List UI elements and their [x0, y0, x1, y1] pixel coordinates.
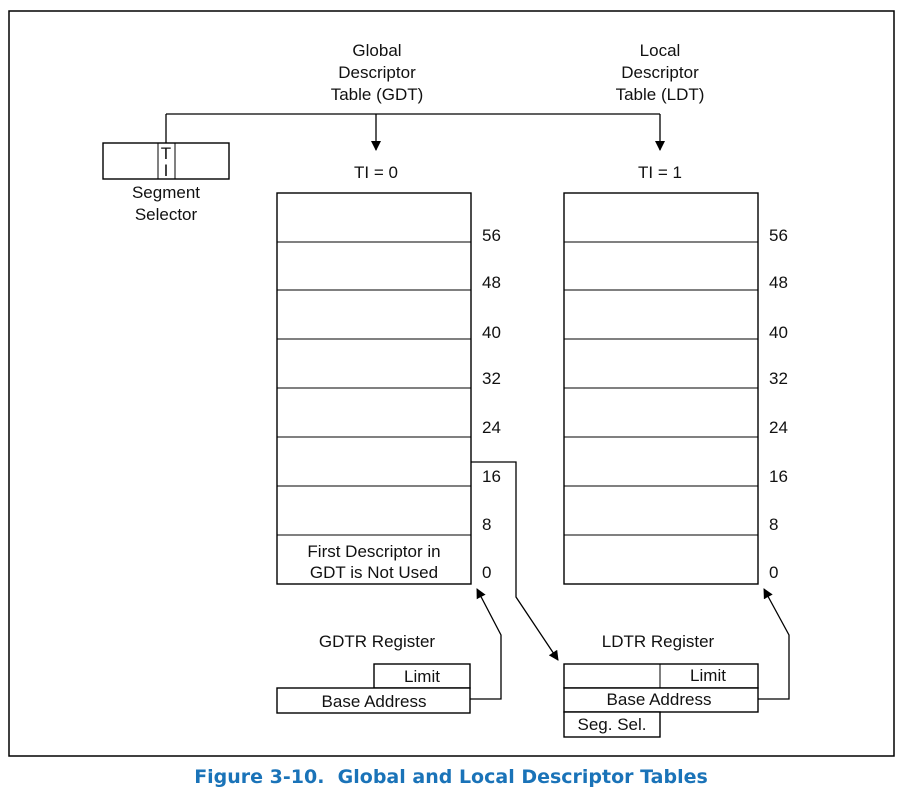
ldt-offset: 8: [769, 515, 778, 534]
gdtr-register: GDTR Register Limit Base Address: [276, 632, 471, 714]
gdt-offset: 24: [482, 418, 501, 437]
gdt-offset: 32: [482, 369, 501, 388]
selector-label-line-2: Selector: [135, 205, 198, 224]
ldt-offset: 32: [769, 369, 788, 388]
ldtr-pointer: [758, 588, 790, 700]
gdt-offset: 0: [482, 563, 491, 582]
ldtr-register: LDTR Register Limit Base Address Seg. Se…: [563, 632, 759, 738]
ldt-offset: 40: [769, 323, 788, 342]
gdt-heading-line-3: Table (GDT): [331, 85, 424, 104]
ldt-offset: 24: [769, 418, 788, 437]
figure-caption: Figure 3-10. Global and Local Descriptor…: [194, 766, 708, 788]
gdt-offset: 48: [482, 273, 501, 292]
gdt-first-entry-line-2: GDT is Not Used: [310, 563, 438, 582]
selector-label-line-1: Segment: [132, 183, 200, 202]
ldt-offsets: 56 48 40 32 24 16 8 0: [769, 226, 788, 582]
selector-ti-char-t: T: [161, 144, 171, 163]
ldt-heading-line-2: Descriptor: [621, 63, 699, 82]
ldt-offset: 16: [769, 467, 788, 486]
gdt-offset: 56: [482, 226, 501, 245]
ldt-heading: Local Descriptor Table (LDT): [616, 41, 705, 104]
gdtr-base-label: Base Address: [322, 692, 427, 711]
ldt-heading-line-1: Local: [640, 41, 681, 60]
gdt-offsets: 56 48 40 32 24 16 8 0: [482, 226, 501, 582]
gdt-heading: Global Descriptor Table (GDT): [331, 41, 424, 104]
ldt-ti-label: TI = 1: [638, 163, 682, 182]
ldt-heading-line-3: Table (LDT): [616, 85, 705, 104]
ldt-offset: 48: [769, 273, 788, 292]
gdt-offset: 16: [482, 467, 501, 486]
gdtr-limit-label: Limit: [404, 667, 440, 686]
gdt-ti-label: TI = 0: [354, 163, 398, 182]
gdtr-title: GDTR Register: [319, 632, 436, 651]
gdt-offset: 8: [482, 515, 491, 534]
gdt-first-entry-line-1: First Descriptor in: [307, 542, 440, 561]
ldt-descriptor-connector: [471, 461, 559, 661]
gdt-offset: 40: [482, 323, 501, 342]
ldt-offset: 56: [769, 226, 788, 245]
figure-frame: [8, 10, 895, 757]
gdtr-pointer: [470, 588, 502, 700]
ldtr-limit-label: Limit: [690, 666, 726, 685]
gdt-heading-line-1: Global: [352, 41, 401, 60]
ldtr-base-label: Base Address: [607, 690, 712, 709]
gdt-table: First Descriptor in GDT is Not Used: [276, 192, 472, 585]
ldtr-title: LDTR Register: [602, 632, 715, 651]
ldt-table: [563, 192, 759, 585]
selector-ti-char-i: I: [164, 161, 169, 180]
ti-connector: [165, 113, 665, 151]
gdt-heading-line-2: Descriptor: [338, 63, 416, 82]
ldt-offset: 0: [769, 563, 778, 582]
segment-selector: T I Segment Selector: [102, 142, 230, 224]
ldtr-seg-sel-label: Seg. Sel.: [578, 715, 647, 734]
